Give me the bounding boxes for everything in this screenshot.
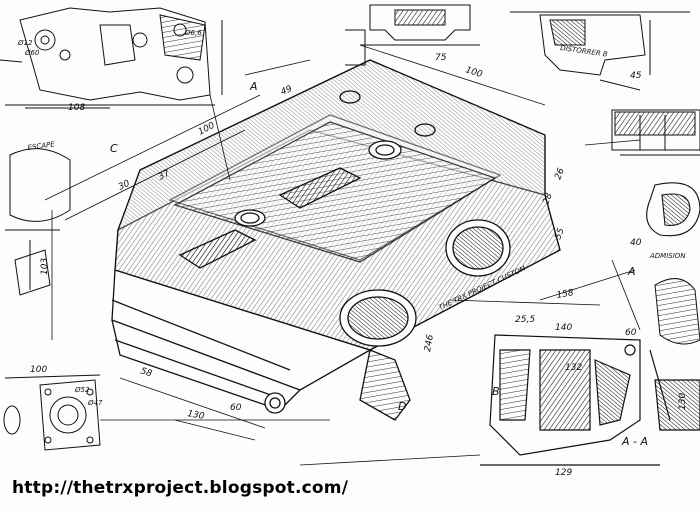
admission-label: ADMISION — [649, 252, 686, 260]
section-letter: A — [249, 80, 258, 93]
dim-label: 100 — [464, 65, 484, 80]
dim-label: 40 — [630, 238, 642, 248]
website-url: http://thetrxproject.blogspot.com/ — [12, 478, 349, 498]
distorrer-label: DISTORRER B — [560, 44, 609, 59]
dim-label: 130 — [678, 393, 688, 410]
section-letter: D — [398, 400, 406, 413]
escape-sketch — [5, 148, 71, 296]
dim-label: 30 — [117, 179, 132, 193]
dim-label: 246 — [423, 334, 436, 353]
section-letter: A — [627, 265, 636, 278]
dim-label: 28 — [541, 192, 554, 206]
dim-label: 100 — [30, 365, 47, 375]
dim-label: 25,5 — [515, 315, 535, 325]
section-letter: B — [492, 385, 500, 398]
dimension-lines — [44, 44, 641, 466]
dim-label: 37 — [157, 169, 172, 183]
dim-label: 75 — [435, 53, 447, 63]
dim-label: 60 — [230, 403, 242, 413]
dim-label: 49 — [279, 84, 294, 98]
plan-view-sketch — [0, 7, 223, 109]
dim-label: 26 — [553, 167, 566, 181]
dim-label: 60 — [625, 328, 637, 338]
dim-label: 45 — [630, 71, 642, 81]
dim-label: 108 — [68, 103, 85, 113]
profile-view-sketch — [510, 11, 690, 91]
dim-label: 130 — [186, 409, 205, 422]
top-detail-sketch — [345, 4, 480, 66]
dim-label: 140 — [555, 323, 572, 333]
cylinder-head-isometric — [111, 59, 561, 421]
section-letter: C — [110, 142, 118, 155]
diameter-label: Ø12 — [17, 39, 33, 47]
diameter-label: Ø47 — [87, 399, 103, 407]
port-flange-sketch — [3, 374, 101, 451]
diameter-label: Ø52 — [74, 386, 90, 394]
dim-label: 103 — [40, 258, 50, 275]
dim-label: 129 — [555, 468, 572, 478]
escape-label: ESCAPE — [27, 140, 56, 152]
diameter-label: Ø6,6 — [184, 29, 202, 37]
diameter-label: Ø60 — [24, 49, 40, 57]
gasket-side-sketch — [611, 109, 700, 156]
dim-label: 58 — [139, 366, 153, 379]
dim-label: 55 — [553, 227, 566, 241]
section-view-aa — [480, 334, 700, 466]
dim-label: 158 — [556, 288, 575, 301]
right-port-sketch — [654, 278, 700, 345]
dim-label: 132 — [565, 363, 582, 373]
admission-port-sketch — [646, 182, 700, 237]
section-aa-label: A - A — [621, 435, 648, 448]
